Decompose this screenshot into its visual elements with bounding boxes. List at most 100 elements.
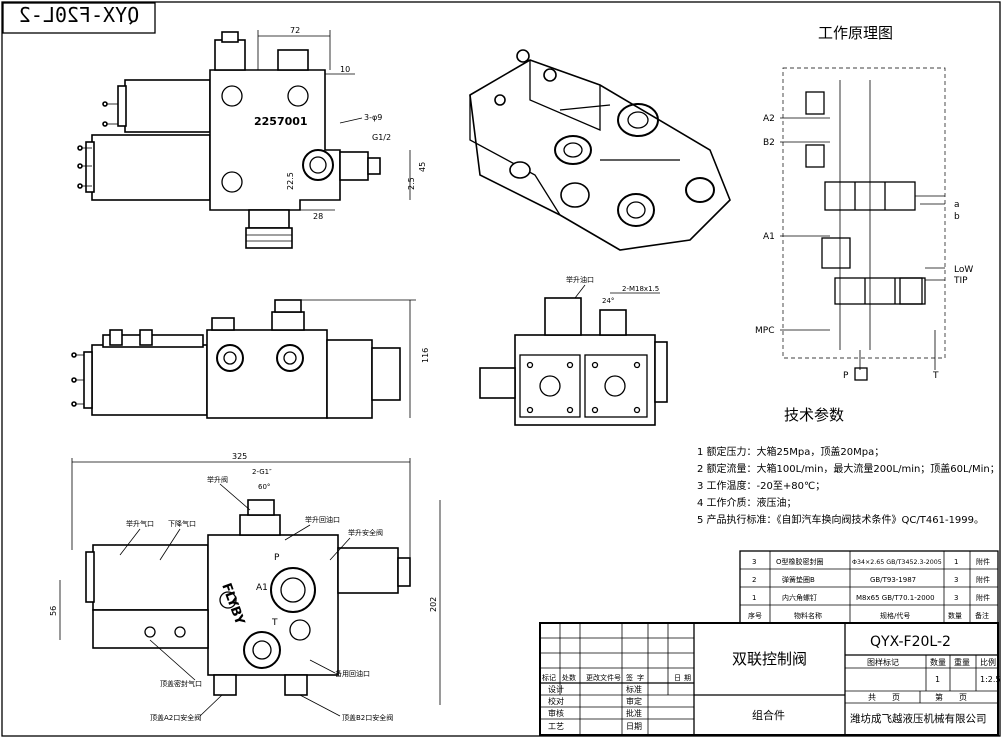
svg-text:数量: 数量 <box>948 611 962 620</box>
svg-text:2 额定流量：大箱100L/min，最大流量200L/min: 2 额定流量：大箱100L/min，最大流量200L/min；顶盖60L/Min… <box>697 462 1000 475</box>
svg-text:顶盖B2口安全阀: 顶盖B2口安全阀 <box>342 713 393 722</box>
svg-text:设计: 设计 <box>548 684 564 694</box>
svg-text:工作原理图: 工作原理图 <box>818 24 893 42</box>
svg-text:T: T <box>271 618 278 628</box>
svg-text:共 页: 共 页 <box>868 693 900 702</box>
svg-text:MPC: MPC <box>755 326 774 336</box>
svg-text:第 页: 第 页 <box>935 692 967 702</box>
svg-text:下降气口: 下降气口 <box>168 519 196 528</box>
svg-text:处数: 处数 <box>562 673 576 682</box>
svg-text:弹簧垫圈B: 弹簧垫圈B <box>782 575 815 584</box>
svg-text:举升阀: 举升阀 <box>207 475 228 484</box>
svg-text:1 额定压力：大箱25Mpa，顶盖20Mpa；: 1 额定压力：大箱25Mpa，顶盖20Mpa； <box>697 445 884 458</box>
svg-text:2257001: 2257001 <box>254 115 308 128</box>
svg-text:A2: A2 <box>763 114 775 124</box>
svg-text:LoW: LoW <box>954 265 973 275</box>
svg-text:潍坊成飞越液压机械有限公司: 潍坊成飞越液压机械有限公司 <box>850 712 987 725</box>
side-view: 116 <box>71 299 430 419</box>
svg-text:T: T <box>932 371 939 381</box>
svg-text:内六角螺钉: 内六角螺钉 <box>782 593 817 602</box>
svg-text:GB/T93-1987: GB/T93-1987 <box>870 576 916 584</box>
svg-text:O型橡胶密封圈: O型橡胶密封圈 <box>776 557 824 566</box>
svg-text:顶盖密封气口: 顶盖密封气口 <box>160 679 202 688</box>
svg-text:期: 期 <box>684 674 691 682</box>
svg-text:举升气口: 举升气口 <box>126 519 154 528</box>
svg-text:3: 3 <box>752 558 756 566</box>
svg-text:1:2.5: 1:2.5 <box>980 675 1001 684</box>
parts-table: 3 O型橡胶密封圈 Φ34×2.65 GB/T3452.3-2005 1 附件 … <box>739 550 999 624</box>
svg-text:校对: 校对 <box>548 696 564 706</box>
svg-text:2: 2 <box>752 576 756 584</box>
stamp-code: QYX-F20L-2 <box>19 3 139 27</box>
svg-text:数量: 数量 <box>930 657 946 667</box>
svg-text:56: 56 <box>49 606 58 616</box>
svg-text:日期: 日期 <box>626 722 642 731</box>
svg-text:A1: A1 <box>763 232 775 242</box>
svg-text:标准: 标准 <box>626 684 642 694</box>
svg-text:备注: 备注 <box>975 611 989 620</box>
svg-text:1: 1 <box>954 558 958 566</box>
title-block: 标记 处数 更改文件号 签 字 日 期 设计 校对 审核 工艺 标准 审定 批准… <box>539 622 1001 736</box>
svg-text:116: 116 <box>421 348 430 363</box>
svg-text:P: P <box>843 371 849 381</box>
svg-text:举升安全阀: 举升安全阀 <box>348 528 383 537</box>
svg-text:3: 3 <box>954 594 958 602</box>
svg-text:5 产品执行标准：《自卸汽车换向阀技术条件》QC/T461-: 5 产品执行标准：《自卸汽车换向阀技术条件》QC/T461-1999。 <box>697 513 984 526</box>
svg-text:28: 28 <box>313 212 323 221</box>
svg-text:组合件: 组合件 <box>752 708 785 722</box>
svg-text:顶盖A2口安全阀: 顶盖A2口安全阀 <box>150 713 201 722</box>
svg-text:B2: B2 <box>763 138 775 148</box>
svg-text:签: 签 <box>626 673 633 682</box>
svg-text:字: 字 <box>637 673 644 682</box>
svg-text:2-M18x1.5: 2-M18x1.5 <box>622 285 659 293</box>
front-view: 2257001 72 10 3-φ9 G1/2 45 2.5 22.5 28 <box>77 26 427 249</box>
svg-text:标记: 标记 <box>542 673 556 682</box>
svg-text:TIP: TIP <box>953 276 968 286</box>
svg-text:序号: 序号 <box>748 611 762 620</box>
svg-text:G1/2: G1/2 <box>372 133 391 142</box>
svg-text:举升油口: 举升油口 <box>566 275 594 284</box>
svg-text:22.5: 22.5 <box>286 172 295 190</box>
svg-text:60°: 60° <box>258 483 270 491</box>
svg-text:b: b <box>954 212 960 222</box>
svg-text:A1: A1 <box>256 583 268 593</box>
svg-text:P: P <box>274 553 280 563</box>
tech-specs: 技术参数 1 额定压力：大箱25Mpa，顶盖20Mpa； 2 额定流量：大箱10… <box>697 406 1000 526</box>
svg-text:规格/代号: 规格/代号 <box>880 611 910 620</box>
svg-text:45: 45 <box>418 162 427 172</box>
svg-text:工艺: 工艺 <box>548 722 564 731</box>
svg-text:2-G1″: 2-G1″ <box>252 468 272 476</box>
svg-text:重量: 重量 <box>954 657 970 667</box>
svg-text:双联控制阀: 双联控制阀 <box>732 650 807 668</box>
svg-text:3: 3 <box>954 576 958 584</box>
svg-text:附件: 附件 <box>976 557 990 566</box>
svg-text:备用回油口: 备用回油口 <box>335 669 370 678</box>
svg-text:a: a <box>954 200 960 210</box>
isometric-view <box>469 49 731 251</box>
svg-text:日: 日 <box>674 674 681 682</box>
svg-text:QYX-F20L-2: QYX-F20L-2 <box>870 634 951 650</box>
stamp-box <box>2 2 156 34</box>
svg-text:24°: 24° <box>602 297 614 305</box>
svg-text:物料名称: 物料名称 <box>794 611 822 620</box>
svg-text:4 工作介质：液压油；: 4 工作介质：液压油； <box>697 496 797 509</box>
svg-text:72: 72 <box>290 26 300 35</box>
svg-text:Φ34×2.65 GB/T3452.3-2005: Φ34×2.65 GB/T3452.3-2005 <box>852 559 942 566</box>
svg-text:更改文件号: 更改文件号 <box>586 673 621 682</box>
svg-text:举升回油口: 举升回油口 <box>305 515 340 524</box>
svg-text:附件: 附件 <box>976 593 990 602</box>
svg-text:3-φ9: 3-φ9 <box>364 113 382 122</box>
hydraulic-schematic: 工作原理图 A2 B2 A1 MPC P T a b LoW TIP <box>755 24 973 381</box>
svg-text:审核: 审核 <box>548 708 564 718</box>
svg-text:202: 202 <box>429 597 438 612</box>
svg-text:图样标记: 图样标记 <box>867 657 899 667</box>
svg-text:1: 1 <box>935 675 940 684</box>
svg-text:批准: 批准 <box>626 708 642 718</box>
svg-text:1: 1 <box>752 594 756 602</box>
svg-text:10: 10 <box>340 65 350 74</box>
bottom-view: FLYBY A1 P T 325 2-G1″ 60° 56 202 举升阀 举升… <box>49 452 441 722</box>
svg-text:审定: 审定 <box>626 696 642 706</box>
svg-text:比例: 比例 <box>980 657 996 667</box>
